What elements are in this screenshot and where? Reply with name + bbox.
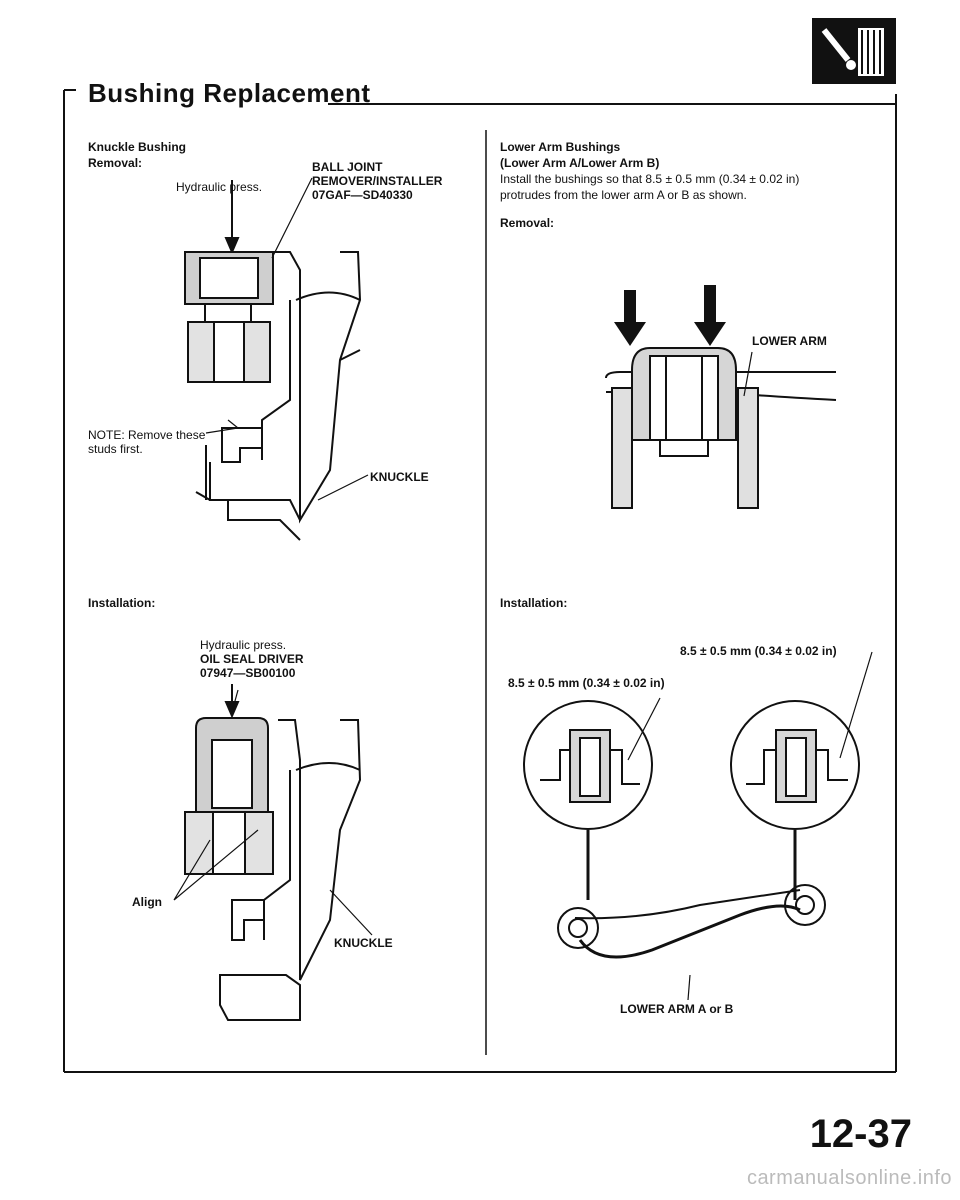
align-label: Align [132, 895, 162, 909]
lower-arm-ab-label: LOWER ARM A or B [620, 1002, 734, 1016]
knuckle-label-removal: KNUCKLE [370, 470, 429, 484]
knuckle-removal-drawing [184, 180, 362, 541]
lower-arm-installation-label: Installation: [500, 596, 568, 610]
note-line-1: NOTE: Remove these [88, 428, 206, 442]
tool-2-line-1: OIL SEAL DRIVER [200, 652, 304, 666]
shock-absorber-icon [812, 18, 896, 84]
tool-1-line-1: BALL JOINT [312, 160, 383, 174]
lower-arm-installation-drawing [523, 700, 860, 959]
lower-arm-label: LOWER ARM [752, 334, 827, 348]
lower-arm-subheading: (Lower Arm A/Lower Arm B) [500, 156, 660, 170]
knuckle-installation-label: Installation: [88, 596, 156, 610]
removal-note: NOTE: Remove these studs first. [88, 428, 205, 456]
ball-joint-tool-callout: BALL JOINT REMOVER/INSTALLER 07GAF—SD403… [312, 160, 442, 202]
tool-2-line-2: 07947—SB00100 [200, 666, 296, 680]
page-title: Bushing Replacement [88, 78, 371, 108]
watermark: carmanualsonline.info [746, 1167, 952, 1189]
tool-1-line-3: 07GAF—SD40330 [312, 188, 413, 202]
knuckle-bushing-heading: Knuckle Bushing [88, 140, 187, 154]
instruction-line-2: protrudes from the lower arm A or B as s… [500, 188, 747, 202]
lower-arm-removal-drawing [605, 285, 837, 509]
knuckle-installation-drawing [184, 684, 362, 1021]
hydraulic-press-label-removal: Hydraulic press. [176, 180, 263, 194]
knuckle-label-install: KNUCKLE [334, 936, 393, 950]
spec-callout-right: 8.5 ± 0.5 mm (0.34 ± 0.02 in) [680, 644, 837, 658]
hydraulic-press-label-install: Hydraulic press. [200, 638, 287, 652]
knuckle-removal-label: Removal: [88, 156, 143, 170]
lower-arm-bushings-heading: Lower Arm Bushings [500, 140, 621, 154]
page-number: 12-37 [809, 1112, 912, 1156]
spec-callout-left: 8.5 ± 0.5 mm (0.34 ± 0.02 in) [508, 676, 665, 690]
note-line-2: studs first. [88, 442, 143, 456]
instruction-line-1: Install the bushings so that 8.5 ± 0.5 m… [500, 172, 800, 186]
tool-1-line-2: REMOVER/INSTALLER [312, 174, 443, 188]
lower-arm-removal-label: Removal: [500, 216, 555, 230]
page-frame [63, 89, 897, 1073]
oil-seal-driver-callout: OIL SEAL DRIVER 07947—SB00100 [200, 652, 304, 680]
